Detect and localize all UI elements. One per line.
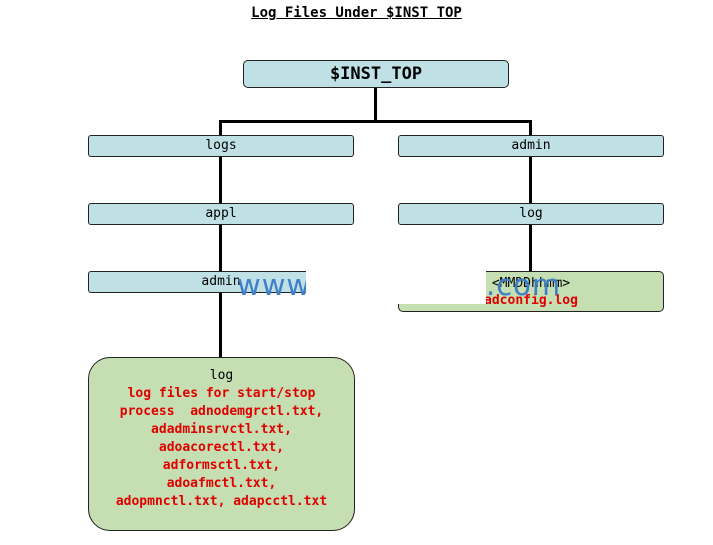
left-leaf-line: log files for start/stop	[127, 386, 316, 401]
root-node: $INST_TOP	[243, 60, 509, 88]
left-leaf-line: adopmnctl.txt, adapcctl.txt	[115, 494, 328, 509]
watermark-left: www	[237, 268, 312, 302]
left-leaf-line: adformsctl.txt,	[162, 458, 281, 473]
left-leaf-box: log log files for start/stop process adn…	[88, 357, 355, 531]
right-leaf-file: adconfig.log	[484, 293, 578, 308]
left-leaf-line: process adnodemgrctl.txt,	[119, 404, 324, 419]
connector-right-to-admin	[529, 120, 532, 136]
left-leaf-line: adoafmctl.txt,	[166, 476, 277, 491]
connector-left-to-logs	[219, 120, 222, 136]
connector-horizontal	[219, 120, 532, 123]
watermark-mask	[306, 270, 486, 304]
node-appl: appl	[88, 203, 354, 225]
diagram-title: Log Files Under $INST TOP	[251, 5, 462, 21]
watermark-right: .com	[486, 268, 562, 302]
right-leaf-timestamp: <MMDDhhmm>	[491, 276, 571, 291]
connector-root-down	[374, 88, 377, 122]
node-admin-right: admin	[398, 135, 664, 157]
connector-logs-appl	[219, 156, 222, 204]
node-log-right: log	[398, 203, 664, 225]
node-logs: logs	[88, 135, 354, 157]
connector-radmin-log	[529, 156, 532, 204]
connector-admin-log	[219, 292, 222, 358]
left-leaf-line: adoacorectl.txt,	[158, 440, 285, 455]
left-leaf-line: adadminsrvctl.txt,	[151, 422, 292, 437]
left-leaf-heading: log	[209, 368, 234, 383]
connector-appl-admin	[219, 224, 222, 272]
node-admin-left: admin	[88, 271, 354, 293]
connector-log-leaf	[529, 224, 532, 272]
